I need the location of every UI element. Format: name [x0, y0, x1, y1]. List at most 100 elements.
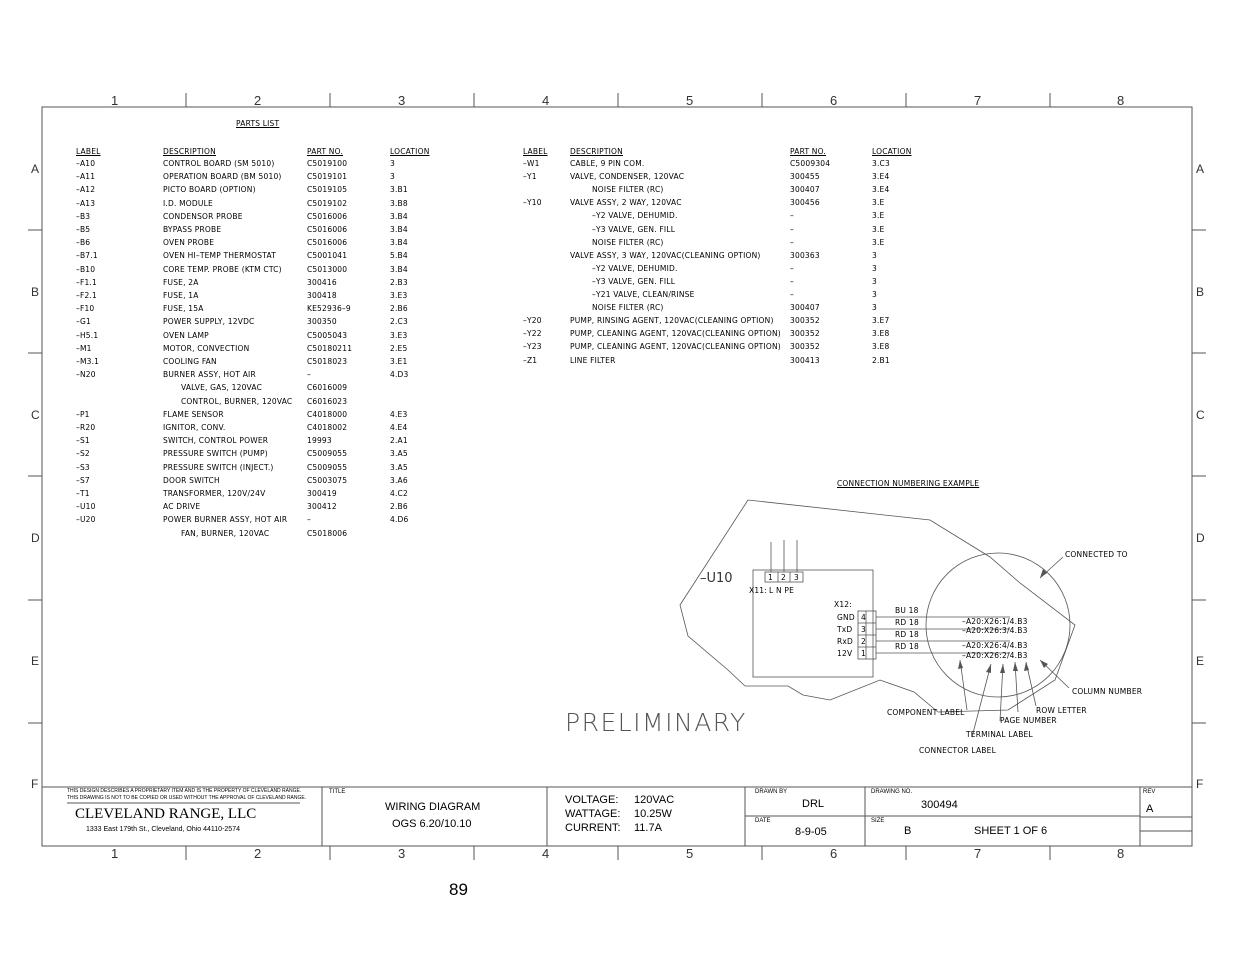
part-label: –Y1 [523, 172, 537, 182]
part-label: –S1 [76, 436, 90, 446]
callout-column-number: COLUMN NUMBER [1072, 687, 1143, 696]
part-number: C4018000 [307, 409, 348, 419]
grid-row-letter: F [1196, 777, 1204, 791]
part-label: –T1 [76, 489, 90, 498]
part-description: BYPASS PROBE [163, 225, 222, 234]
x12-pin: 3 [861, 625, 866, 634]
grid-column-number: 5 [686, 93, 694, 108]
part-label: –Y10 [523, 198, 542, 208]
part-label: –B7.1 [76, 251, 98, 261]
part-number: C6016009 [307, 383, 348, 393]
x12-pin: 1 [861, 649, 866, 658]
part-location: 3.B8 [390, 198, 408, 208]
part-description: BURNER ASSY, HOT AIR [163, 370, 256, 380]
part-location: 2.B1 [872, 355, 890, 365]
part-label: –U20 [76, 515, 96, 525]
column-header-description: DESCRIPTION [163, 147, 216, 156]
part-location: 3.A5 [390, 449, 408, 459]
part-label: –A12 [76, 185, 96, 195]
connection-ref: –A20:X26:1/4.B3 [962, 617, 1028, 626]
part-location: 3.B1 [390, 185, 408, 195]
part-number: 300352 [790, 329, 820, 339]
part-description: POWER BURNER ASSY, HOT AIR [163, 515, 288, 525]
part-location: 3.E [872, 198, 885, 208]
connection-ref: –A20:X26:4/4.B3 [962, 641, 1028, 650]
part-number: 300412 [307, 502, 337, 512]
grid-column-number: 8 [1117, 846, 1125, 861]
part-description: MOTOR, CONVECTION [163, 343, 250, 353]
grid-column-number: 7 [974, 846, 982, 861]
example-title: CONNECTION NUMBERING EXAMPLE [837, 479, 980, 488]
part-number: C5005043 [307, 330, 348, 340]
part-location: 3 [390, 159, 395, 168]
part-number: – [790, 237, 794, 247]
callout-component-label: COMPONENT LABEL [887, 708, 965, 717]
wattage-value: 10.25W [634, 808, 672, 820]
grid-row-letter: D [31, 531, 40, 545]
title-label: TITLE [329, 789, 346, 795]
part-location: 3.C3 [872, 159, 890, 168]
part-description: FUSE, 2A [163, 277, 199, 287]
part-location: 2.B6 [390, 304, 408, 314]
part-description: PUMP, CLEANING AGENT, 120VAC(CLEANING OP… [570, 329, 781, 339]
part-number: 300456 [790, 198, 820, 208]
grid-column-number: 7 [974, 93, 982, 108]
part-location: 2.B3 [390, 277, 408, 287]
part-description: –Y2 VALVE, DEHUMID. [592, 211, 678, 221]
part-number: – [790, 211, 794, 221]
part-number: 300455 [790, 172, 820, 182]
drawing-no-value: 300494 [921, 799, 958, 811]
part-number: 300352 [790, 316, 820, 326]
x11-pin-names: L N PE [769, 586, 795, 595]
part-number: C5003075 [307, 475, 348, 485]
part-number: 300352 [790, 342, 820, 352]
size-value: B [904, 825, 912, 837]
part-location: 3 [872, 276, 877, 286]
part-description: FLAME SENSOR [163, 409, 224, 419]
column-header-location: LOCATION [390, 147, 430, 156]
part-number: 300419 [307, 489, 337, 498]
column-header-label: LABEL [76, 147, 101, 156]
part-number: C5016006 [307, 211, 348, 221]
part-number: 300407 [790, 303, 820, 313]
part-description: CORE TEMP. PROBE (KTM CTC) [163, 264, 282, 274]
part-location: 4.D3 [390, 370, 409, 380]
part-location: 3.B4 [390, 211, 408, 221]
part-number: C5009055 [307, 462, 348, 472]
drawn-by-value: DRL [802, 798, 825, 810]
part-location: 3.E7 [872, 316, 890, 326]
wire-label: RD 18 [895, 630, 919, 639]
part-label: –Z1 [523, 355, 538, 365]
callout-terminal-label: TERMINAL LABEL [966, 730, 1033, 739]
part-description: OVEN PROBE [163, 238, 215, 248]
part-location: 3.E1 [390, 357, 408, 366]
voltage-value: 120VAC [634, 794, 675, 806]
grid-column-number: 6 [830, 93, 838, 108]
part-number: 300350 [307, 317, 337, 327]
device-label: –U10 [700, 571, 733, 586]
x12-label: X12: [834, 600, 853, 609]
wire-label: RD 18 [895, 642, 919, 651]
part-label: –G1 [76, 317, 91, 327]
grid-column-number: 2 [254, 846, 262, 861]
part-description: –Y3 VALVE, GEN. FILL [592, 276, 676, 286]
part-description: NOISE FILTER (RC) [592, 237, 664, 247]
part-description: VALVE ASSY, 3 WAY, 120VAC(CLEANING OPTIO… [570, 250, 761, 260]
part-description: IGNITOR, CONV. [163, 423, 226, 432]
part-number: – [307, 370, 311, 380]
grid-row-letter: C [31, 408, 40, 422]
part-location: 3.E3 [390, 291, 408, 300]
part-label: –N20 [76, 370, 96, 380]
part-label: –R20 [76, 423, 96, 432]
part-number: C50180211 [307, 343, 353, 353]
x11-pin: 1 [768, 573, 773, 582]
part-description: VALVE, GAS, 120VAC [181, 383, 263, 393]
part-number: KE52936–9 [307, 304, 351, 314]
part-description: OPERATION BOARD (BM 5010) [163, 172, 282, 182]
part-description: OVEN HI–TEMP THERMOSTAT [163, 251, 276, 261]
part-location: 3 [872, 263, 877, 273]
part-label: –S3 [76, 462, 90, 472]
x11-pin: 2 [781, 573, 786, 582]
part-location: 3.A6 [390, 475, 408, 485]
